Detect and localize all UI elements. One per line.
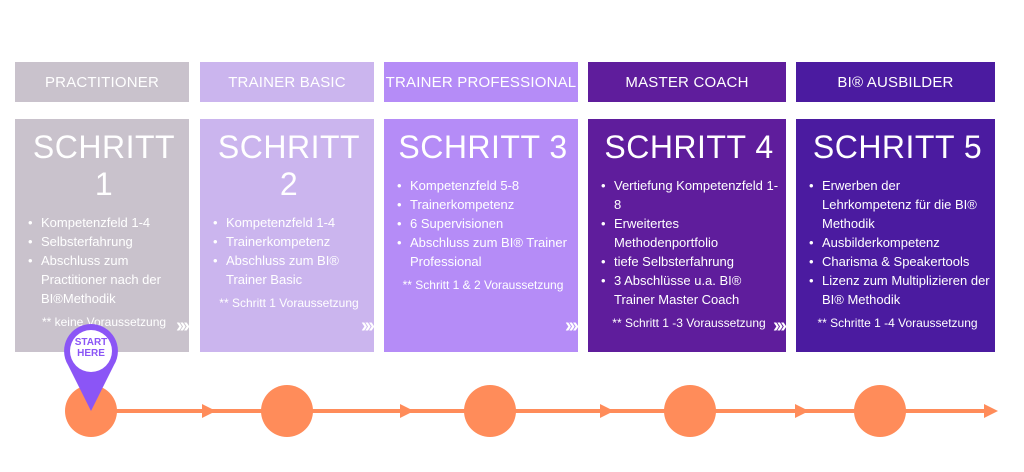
step-card-1: SCHRITT 1 Kompetenzfeld 1-4Selbsterfahru… xyxy=(15,119,190,352)
list-item: Charisma & Speakertools xyxy=(804,252,991,271)
list-item: Trainerkompetenz xyxy=(392,195,574,214)
arrow-icon xyxy=(984,404,998,418)
chevron-right-icon: ››› xyxy=(361,315,375,337)
list-item: Kompetenzfeld 1-4 xyxy=(208,213,370,232)
milestone-4[interactable] xyxy=(664,385,716,437)
milestone-5[interactable] xyxy=(854,385,906,437)
step-title: SCHRITT 2 xyxy=(217,129,361,202)
start-here-label: START HERE xyxy=(62,337,120,359)
list-item: Abschluss zum BI® Trainer Professional xyxy=(392,233,574,271)
list-item: Selbsterfahrung xyxy=(23,232,185,251)
arrow-icon xyxy=(600,404,614,418)
step-card-2: SCHRITT 2 Kompetenzfeld 1-4Trainerkompet… xyxy=(200,119,375,352)
level-header-3: TRAINER PROFESSIONAL xyxy=(384,62,578,102)
here-label: HERE xyxy=(77,348,105,359)
step-card-3: SCHRITT 3 Kompetenzfeld 5-8Trainerkompet… xyxy=(384,119,579,352)
prerequisite-note: ** Schritt 1 Voraussetzung xyxy=(219,296,359,310)
step-title: SCHRITT 5 xyxy=(812,129,983,165)
step-card-4: SCHRITT 4 Vertiefung Kompetenzfeld 1-8Er… xyxy=(588,119,787,352)
list-item: Abschluss zum BI® Trainer Basic xyxy=(208,251,370,289)
list-item: 6 Supervisionen xyxy=(392,214,574,233)
arrow-icon xyxy=(202,404,216,418)
step-items: Vertiefung Kompetenzfeld 1-8Erweitertes … xyxy=(596,176,782,309)
list-item: Kompetenzfeld 5-8 xyxy=(392,176,574,195)
list-item: Abschluss zum Practitioner nach der BI®M… xyxy=(23,251,185,308)
level-header-2: TRAINER BASIC xyxy=(200,62,374,102)
step-items: Kompetenzfeld 5-8Trainerkompetenz6 Super… xyxy=(392,176,574,271)
step-items: Kompetenzfeld 1-4SelbsterfahrungAbschlus… xyxy=(23,213,185,308)
milestone-2[interactable] xyxy=(261,385,313,437)
arrow-icon xyxy=(795,404,809,418)
step-title: SCHRITT 4 xyxy=(604,129,774,165)
list-item: Trainerkompetenz xyxy=(208,232,370,251)
list-item: Kompetenzfeld 1-4 xyxy=(23,213,185,232)
timeline xyxy=(65,385,998,437)
list-item: 3 Abschlüsse u.a. BI® Trainer Master Coa… xyxy=(596,271,782,309)
chevron-right-icon: ››› xyxy=(565,315,579,337)
level-header-5: BI® AUSBILDER xyxy=(796,62,995,102)
list-item: Ausbilderkompetenz xyxy=(804,233,991,252)
prerequisite-note: ** Schritt 1 -3 Voraussetzung xyxy=(612,316,766,330)
list-item: Vertiefung Kompetenzfeld 1-8 xyxy=(596,176,782,214)
step-card-5: SCHRITT 5 Erwerben der Lehrkompetenz für… xyxy=(796,119,995,352)
chevron-right-icon: ››› xyxy=(176,315,190,337)
list-item: Erweitertes Methodenportfolio xyxy=(596,214,782,252)
milestone-3[interactable] xyxy=(464,385,516,437)
map-pin-icon xyxy=(64,324,118,411)
list-item: tiefe Selbsterfahrung xyxy=(596,252,782,271)
prerequisite-note: ** keine Voraussetzung xyxy=(41,315,167,329)
level-header-4: MASTER COACH xyxy=(588,62,786,102)
list-item: Erwerben der Lehrkompetenz für die BI® M… xyxy=(804,176,991,233)
arrow-icon xyxy=(400,404,414,418)
chevron-right-icon: ››› xyxy=(773,315,787,337)
step-title: SCHRITT 3 xyxy=(398,129,568,165)
list-item: Lizenz zum Multiplizieren der BI® Method… xyxy=(804,271,991,309)
step-items: Erwerben der Lehrkompetenz für die BI® M… xyxy=(804,176,991,309)
step-items: Kompetenzfeld 1-4TrainerkompetenzAbschlu… xyxy=(208,213,370,289)
level-header-1: PRACTITIONER xyxy=(15,62,189,102)
prerequisite-note: ** Schritt 1 & 2 Voraussetzung xyxy=(402,278,564,292)
step-title: SCHRITT 1 xyxy=(32,129,176,202)
start-label: START xyxy=(74,337,108,348)
prerequisite-note: ** Schritte 1 -4 Voraussetzung xyxy=(817,316,978,330)
